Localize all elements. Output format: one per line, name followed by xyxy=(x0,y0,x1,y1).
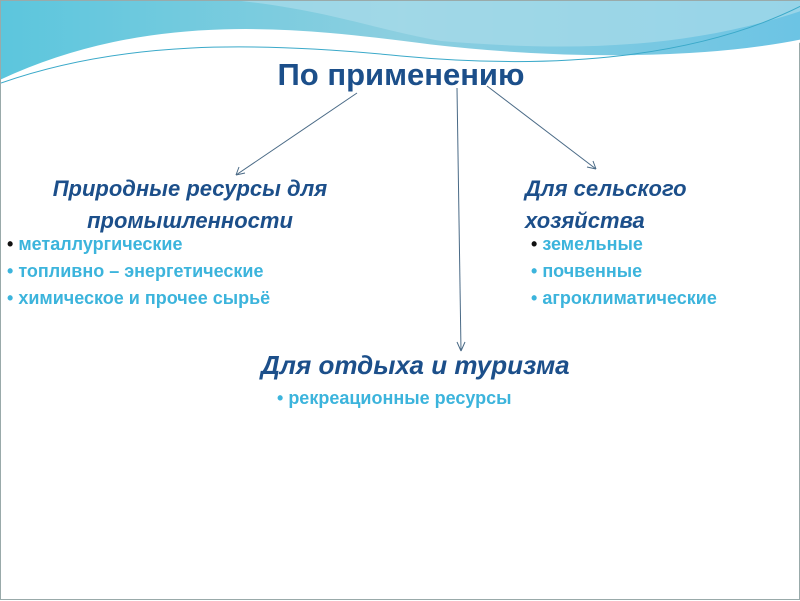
item-text: топливно – энергетические xyxy=(18,261,264,281)
item-text: металлургические xyxy=(18,234,183,254)
tourism-list: • рекреационные ресурсы xyxy=(277,385,512,412)
item-text: агроклиматические xyxy=(542,288,717,308)
arrow-left xyxy=(235,92,358,176)
branch-heading-tourism: Для отдыха и туризма xyxy=(261,350,570,380)
list-item: • химическое и прочее сырьё xyxy=(7,288,271,308)
list-item: • агроклиматические xyxy=(531,288,717,308)
industry-list: • металлургические • топливно – энергети… xyxy=(7,231,270,312)
list-item: • рекреационные ресурсы xyxy=(277,388,512,408)
item-text: рекреационные ресурсы xyxy=(288,388,512,408)
branch-heading-industry: Природные ресурсы для промышленности xyxy=(52,176,328,233)
list-item: • почвенные xyxy=(531,261,643,281)
branch-heading-agriculture: Для сельского хозяйства xyxy=(525,176,687,233)
item-text: почвенные xyxy=(542,261,643,281)
agriculture-list: • земельные • почвенные • агроклиматичес… xyxy=(531,231,717,312)
arrow-center xyxy=(456,87,462,352)
list-item: • металлургические xyxy=(7,234,183,254)
arrow-right xyxy=(486,85,597,170)
item-text: химическое и прочее сырьё xyxy=(18,288,271,308)
item-text: земельные xyxy=(542,234,643,254)
list-item: • земельные xyxy=(531,234,643,254)
slide-title: По применению xyxy=(277,57,525,92)
list-item: • топливно – энергетические xyxy=(7,261,264,281)
